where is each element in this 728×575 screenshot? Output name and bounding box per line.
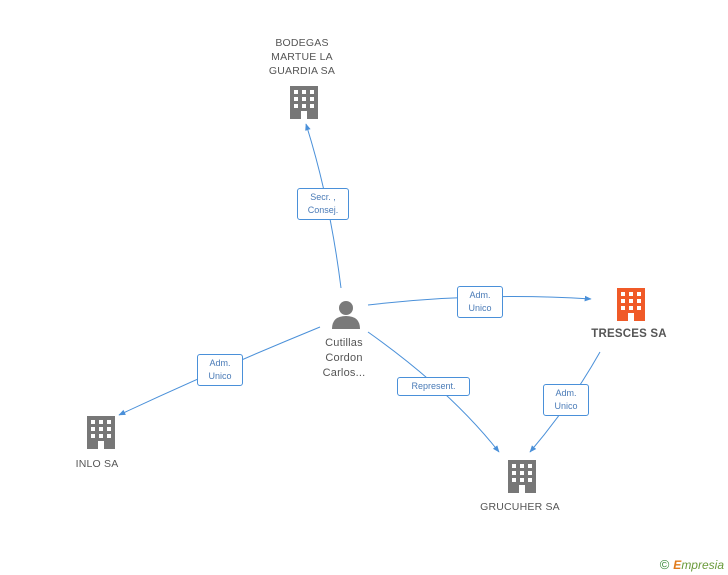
edge-label-line: Adm. [469, 290, 491, 300]
label-line: GUARDIA SA [268, 65, 336, 77]
label-line: BODEGAS [275, 37, 329, 49]
edge-label-line: Adm. [555, 388, 577, 398]
footer-brand[interactable]: © Empresia [660, 557, 724, 572]
edge-label-line: Consej. [307, 205, 339, 215]
label-line: Carlos... [322, 367, 366, 379]
node-tresces-label[interactable]: TRESCES SA [591, 328, 667, 340]
edge-label-line: Unico [208, 371, 232, 381]
building-icon-grucuher [508, 460, 536, 493]
edge-label-adm-unico-tresces[interactable]: Adm. Unico [457, 286, 503, 318]
edge-label-line: Unico [554, 401, 578, 411]
node-inlo-label[interactable]: INLO SA [75, 458, 119, 470]
node-bodegas-label[interactable]: BODEGAS MARTUE LA GUARDIA SA [250, 36, 354, 78]
edge-label-line: Unico [468, 303, 492, 313]
label-line: Cordon [325, 352, 363, 364]
edge-label-line: Adm. [209, 358, 231, 368]
label-line: MARTUE LA [271, 51, 333, 63]
building-icon-tresces [617, 288, 645, 321]
building-icon-bodegas [290, 86, 318, 119]
brand-initial: E [673, 557, 682, 572]
edge-label-represent[interactable]: Represent. [397, 377, 470, 396]
brand-logo: Empresia [673, 558, 724, 572]
edge-label-line: Secr. , [310, 192, 336, 202]
node-grucuher-label[interactable]: GRUCUHER SA [480, 501, 560, 513]
node-person-label[interactable]: Cutillas Cordon Carlos... [305, 336, 383, 381]
edge-label-adm-unico-inlo[interactable]: Adm. Unico [197, 354, 243, 386]
edge-label-adm-unico-grucuher[interactable]: Adm. Unico [543, 384, 589, 416]
label-line: Cutillas [325, 337, 363, 349]
edge-label-secr-consej[interactable]: Secr. , Consej. [297, 188, 349, 220]
building-icon-inlo [87, 416, 115, 449]
copyright-icon: © [659, 557, 670, 572]
brand-name: mpresia [681, 557, 724, 572]
person-icon [332, 301, 360, 329]
